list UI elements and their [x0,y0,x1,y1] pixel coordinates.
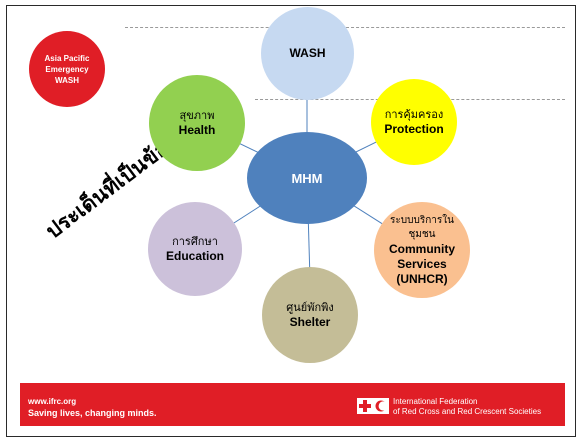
community-label-line-1: Community [389,241,455,256]
org-line-1: International Federation [393,397,478,406]
asia-pacific-wash-badge: Asia Pacific Emergency WASH [29,31,105,107]
slide: Asia Pacific Emergency WASH ประเด็นที่เป… [6,5,576,437]
community-services-circle: ระบบบริการในชุมชน Community Services (UN… [374,202,470,298]
footer-organization-name: International Federation of Red Cross an… [393,397,541,417]
education-thai-label: การศึกษา [172,234,218,248]
protection-label: Protection [384,121,444,136]
education-circle: การศึกษา Education [148,202,242,296]
protection-circle: การคุ้มครอง Protection [371,79,457,165]
mhm-hub-circle: MHM [247,132,367,224]
health-circle: สุขภาพ Health [149,75,245,171]
shelter-label: Shelter [289,314,331,329]
badge-line-3: WASH [55,75,79,85]
red-cross-icon [359,400,371,412]
badge-line-1: Asia Pacific [44,53,90,63]
wash-label: WASH [289,46,326,60]
health-label: Health [178,122,216,137]
community-label-line-2: Services [397,256,447,271]
community-thai-label: ระบบบริการในชุมชน [390,214,454,240]
health-thai-label: สุขภาพ [179,108,215,122]
footer-slogan: Saving lives, changing minds. [28,408,157,418]
hub-label: MHM [291,170,323,186]
community-label-line-3: (UNHCR) [396,271,448,286]
protection-thai-label: การคุ้มครอง [384,107,444,121]
badge-line-2: Emergency [45,64,89,74]
footer-bar: www.ifrc.org Saving lives, changing mind… [20,383,565,426]
wash-circle: WASH [261,7,354,100]
footer-url-link[interactable]: www.ifrc.org [28,397,77,406]
shelter-thai-label: ศูนย์พักพิง [286,300,334,314]
red-cross-crescent-logo-icon [357,398,389,414]
shelter-circle: ศูนย์พักพิง Shelter [262,267,358,363]
red-crescent-icon [375,400,387,412]
education-label: Education [165,248,224,263]
org-line-2: of Red Cross and Red Crescent Societies [393,407,542,416]
